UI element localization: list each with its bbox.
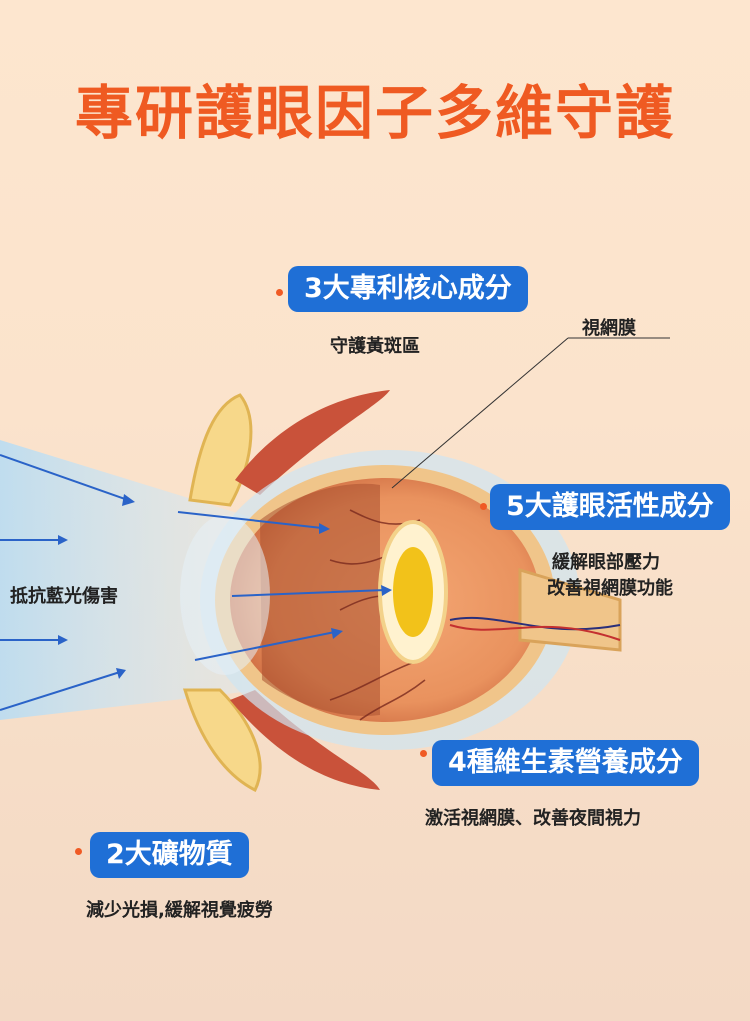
note-b2-line1: 緩解眼部壓力 [552,552,660,573]
badge-patented-ingredients: 3大專利核心成分 [288,266,528,312]
label-blue-light: 抵抗藍光傷害 [10,586,118,607]
note-b2-line2: 改善視網膜功能 [547,578,673,599]
page-title: 專研護眼因子多維守護 [74,79,675,147]
bullet-dot [420,750,427,757]
badge-minerals: 2大礦物質 [90,832,249,878]
bullet-dot [75,848,82,855]
note-macula: 守護黃斑區 [330,336,420,357]
badge-active-ingredients: 5大護眼活性成分 [490,484,730,530]
note-b3: 激活視網膜、改善夜間視力 [425,808,641,829]
note-b4: 減少光損,緩解視覺疲勞 [86,900,273,921]
bullet-dot [480,503,487,510]
bullet-dot [276,289,283,296]
label-retina: 視網膜 [582,318,636,339]
badge-vitamins: 4種維生素營養成分 [432,740,699,786]
